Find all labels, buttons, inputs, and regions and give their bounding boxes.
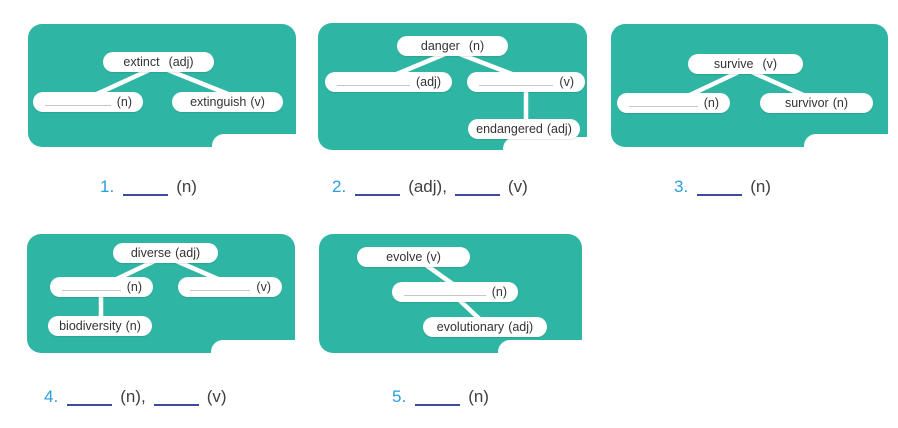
answer-blank[interactable] — [355, 177, 401, 196]
pill-word: survivor — [784, 96, 829, 110]
answer-pos-label: (n) — [176, 177, 197, 196]
pill-word: evolutionary — [436, 320, 505, 334]
word-family-card-1: extinct (adj) (n) extinguish(v) — [28, 24, 298, 149]
answer-pos-label: (n) — [468, 387, 489, 406]
pill-pos: (n) — [125, 319, 141, 333]
pill-extinct: extinct (adj) — [103, 52, 214, 72]
answer-blank[interactable] — [123, 177, 169, 196]
answer-3: 3. (n) — [674, 175, 779, 197]
pill-pos: (n) — [832, 96, 849, 110]
pill-danger: danger (n) — [397, 36, 508, 56]
answer-pos-label: (n), — [120, 387, 146, 406]
pill-pos: (v) — [426, 250, 441, 264]
card-notch — [212, 134, 298, 149]
pill-pos: (adj) — [175, 246, 201, 260]
word-family-card-5: evolve(v) (n) evolutionary(adj) — [319, 234, 584, 355]
blank-line — [479, 84, 554, 86]
answer-blank[interactable] — [697, 177, 743, 196]
pill-word: extinguish — [190, 95, 247, 109]
pill-blank-adjective: (adj) — [325, 72, 452, 92]
answer-number: 3. — [674, 177, 689, 196]
word-family-card-4: diverse(adj) (n) (v) biodiversity(n) — [27, 234, 297, 355]
pill-word: diverse — [130, 246, 172, 260]
answer-number: 1. — [100, 177, 115, 196]
pill-pos: (n) — [126, 280, 142, 294]
pill-blank-noun: (n) — [617, 93, 730, 113]
answer-number: 5. — [392, 387, 407, 406]
pill-pos: (adj) — [415, 75, 441, 89]
pill-word: survive — [713, 57, 754, 71]
answer-5: 5. (n) — [392, 385, 497, 407]
blank-line — [62, 289, 121, 291]
word-family-card-2: danger(n) (adj) (v) endangered(adj) — [318, 23, 589, 152]
blank-line — [45, 104, 111, 106]
card-notch — [498, 340, 584, 355]
pill-blank-verb: (v) — [467, 72, 585, 92]
answer-pos-label: (n) — [750, 177, 771, 196]
pill-pos: (adj) — [546, 122, 572, 136]
pill-blank-verb: (v) — [178, 277, 282, 297]
pill-pos: (adj) — [168, 55, 194, 69]
answer-blank[interactable] — [454, 177, 500, 196]
pill-pos: (n) — [116, 95, 132, 109]
pill-evolutionary: evolutionary(adj) — [423, 317, 547, 337]
blank-line — [629, 105, 698, 107]
blank-line — [190, 289, 251, 291]
answer-pos-label: (v) — [206, 387, 227, 406]
pill-biodiversity: biodiversity(n) — [48, 316, 152, 336]
pill-word: danger — [420, 39, 460, 53]
pill-blank-noun: (n) — [33, 92, 143, 112]
pill-endangered: endangered(adj) — [468, 119, 580, 139]
pill-survivor: survivor(n) — [760, 93, 873, 113]
pill-pos: (n) — [468, 39, 485, 53]
blank-line — [404, 294, 486, 296]
pill-extinguish: extinguish(v) — [172, 92, 283, 112]
answer-pos-label: (adj), — [408, 177, 447, 196]
answer-number: 4. — [44, 387, 59, 406]
pill-word: extinct — [123, 55, 160, 69]
answer-pos-label: (v) — [507, 177, 528, 196]
answer-blank[interactable] — [415, 387, 461, 406]
pill-pos: (v) — [559, 75, 574, 89]
pill-pos: (adj) — [508, 320, 534, 334]
pill-word: evolve — [386, 250, 423, 264]
pill-pos: (n) — [491, 285, 507, 299]
card-notch — [211, 340, 297, 355]
pill-pos: (v) — [256, 280, 271, 294]
pill-word: endangered — [476, 122, 543, 136]
answer-1: 1. (n) — [100, 175, 205, 197]
pill-evolve: evolve(v) — [357, 247, 470, 267]
answer-number: 2. — [332, 177, 347, 196]
pill-pos: (n) — [703, 96, 719, 110]
pill-diverse: diverse(adj) — [113, 243, 218, 263]
pill-blank-noun: (n) — [392, 282, 518, 302]
answer-2: 2. (adj), (v) — [332, 175, 536, 197]
blank-line — [337, 84, 410, 86]
word-family-card-3: survive(v) (n) survivor(n) — [611, 24, 890, 149]
answer-4: 4. (n), (v) — [44, 385, 235, 407]
card-notch — [804, 134, 890, 149]
pill-blank-noun: (n) — [50, 277, 153, 297]
card-notch — [503, 137, 589, 152]
answer-blank[interactable] — [153, 387, 199, 406]
connector-lines — [87, 63, 239, 101]
pill-pos: (v) — [250, 95, 265, 109]
pill-word: biodiversity — [59, 319, 122, 333]
pill-pos: (v) — [762, 57, 778, 71]
answer-blank[interactable] — [67, 387, 113, 406]
pill-survive: survive (v) — [688, 54, 803, 74]
connector-lines — [674, 66, 820, 105]
